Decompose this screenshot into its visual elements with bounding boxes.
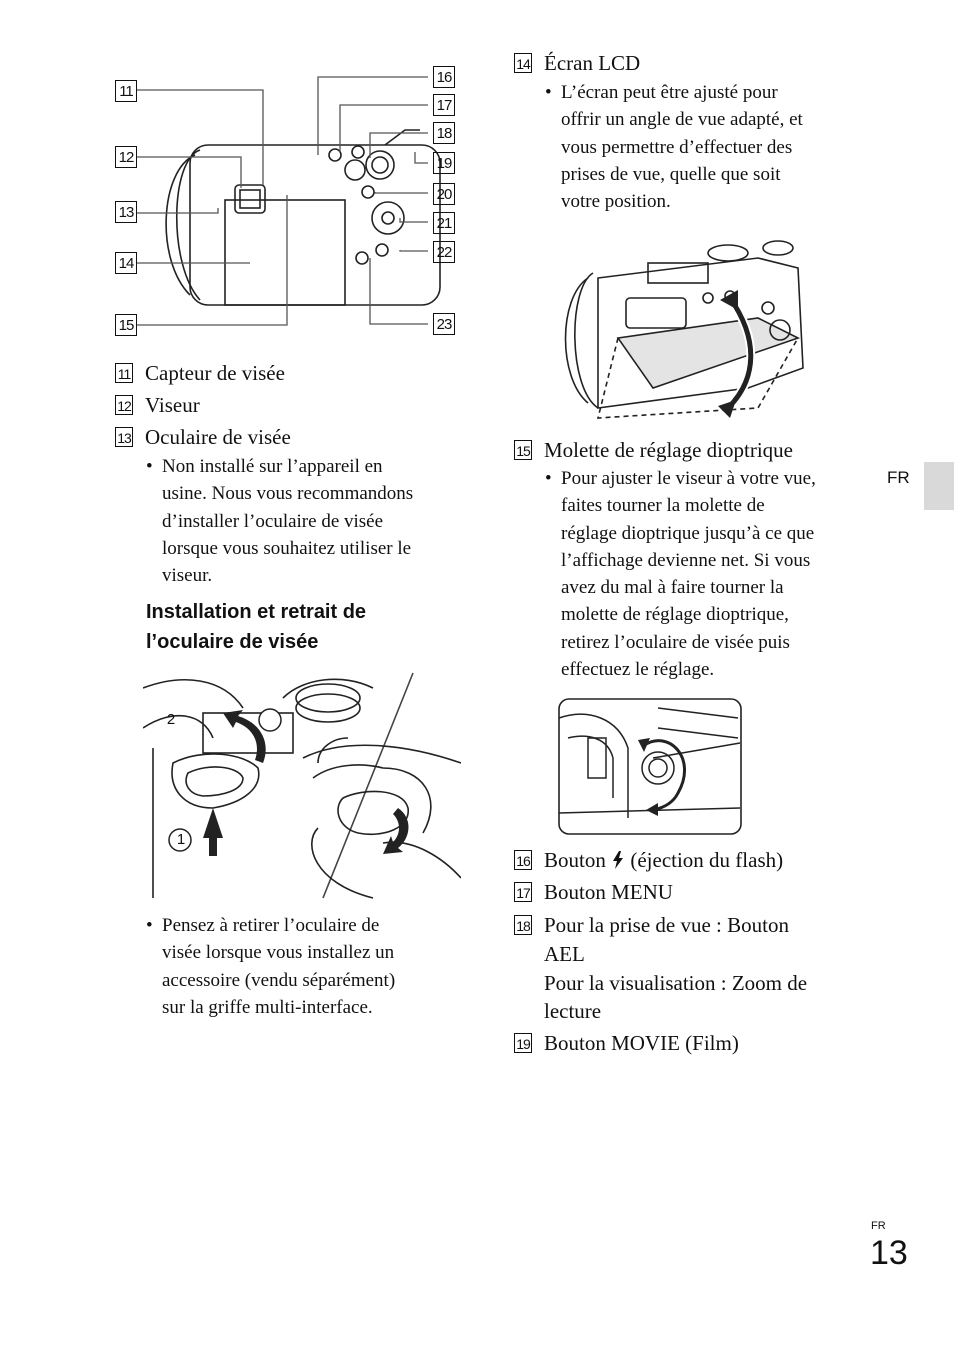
item-18-line4: lecture (544, 999, 602, 1023)
callout-20: 20 (433, 183, 455, 205)
callout-12: 12 (115, 146, 137, 168)
lcd-tilt-illustration (564, 240, 804, 419)
item-18-line3: Pour la visualisation : Zoom de (544, 971, 808, 995)
section-heading: Installation et retrait de l’oculaire de… (146, 601, 367, 653)
page-number: 13 (870, 1234, 908, 1272)
step-2-label: 2 (166, 711, 176, 728)
diopter-dial-illustration (558, 698, 742, 835)
callout-23: 23 (433, 313, 455, 335)
flash-bolt-icon (611, 848, 625, 869)
callout-19: 19 (433, 152, 455, 174)
eyecup-attach-illustration (143, 672, 461, 899)
callout-14: 14 (115, 252, 137, 274)
callout-16: 16 (433, 66, 455, 88)
item-16-label: Bouton (544, 848, 606, 872)
step-1-label: 1 (176, 831, 186, 848)
callout-13: 13 (115, 201, 137, 223)
camera-back-illustration (137, 76, 441, 326)
callout-15: 15 (115, 314, 137, 336)
callout-21: 21 (433, 212, 455, 234)
side-tab-label: FR (887, 468, 910, 487)
callout-18: 18 (433, 122, 455, 144)
callout-22: 22 (433, 241, 455, 263)
callout-11: 11 (115, 80, 137, 102)
footer-lang: FR (871, 1220, 886, 1232)
item-18-line2: AEL (544, 942, 585, 966)
item-18-line1: Pour la prise de vue : Bouton (544, 913, 789, 937)
callout-17: 17 (433, 94, 455, 116)
item-16-suffix: (éjection du flash) (630, 848, 784, 872)
side-tab (924, 462, 954, 510)
